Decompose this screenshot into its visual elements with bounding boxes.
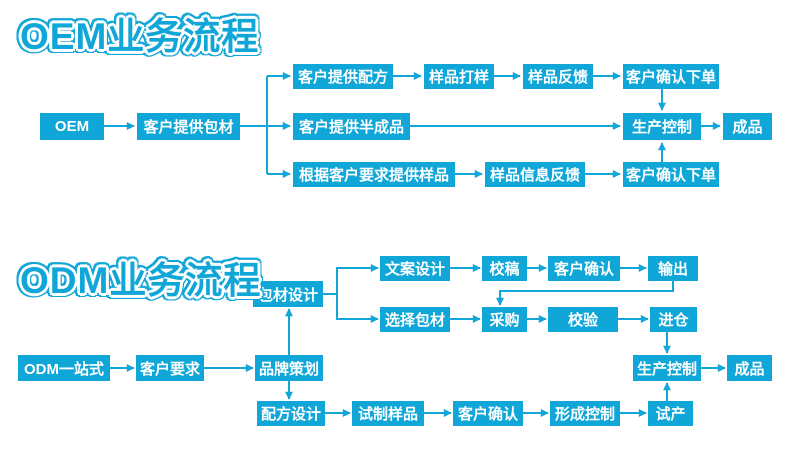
flow-node-odm-output: 输出 — [648, 256, 698, 281]
flow-node-odm-warehouse-in: 进仓 — [650, 307, 697, 332]
flow-node-oem-customer-provides-semifinished: 客户提供半成品 — [293, 113, 410, 140]
flow-node-odm-forming-control: 形成控制 — [550, 401, 620, 426]
flow-node-odm-brand-planning: 品牌策划 — [255, 355, 323, 381]
flow-node-oem-sample-proofing: 样品打样 — [424, 64, 494, 89]
flow-node-odm-trial-sample: 试制样品 — [352, 401, 424, 426]
oem-flow-title: OEM业务流程 — [20, 16, 260, 57]
flow-node-odm-customer-requirements: 客户要求 — [136, 355, 204, 381]
flow-node-odm-customer-confirm-sample: 客户确认 — [453, 401, 523, 426]
flow-node-odm-packaging-design: 包材设计 — [253, 281, 323, 307]
flow-node-oem-customer-provides-formula: 客户提供配方 — [293, 64, 393, 89]
flow-node-oem-oem-start: OEM — [40, 113, 104, 140]
flow-node-odm-copy-design: 文案设计 — [380, 256, 450, 281]
flow-node-odm-formula-design: 配方设计 — [257, 401, 325, 426]
flow-node-oem-production-control: 生产控制 — [623, 113, 701, 140]
flow-node-oem-finished-product: 成品 — [723, 113, 772, 140]
flow-node-odm-customer-confirm-copy: 客户确认 — [548, 256, 620, 281]
flow-node-oem-samples-per-customer-requirement: 根据客户要求提供样品 — [293, 162, 455, 187]
flow-node-odm-select-packaging: 选择包材 — [380, 307, 450, 332]
flow-edge — [336, 294, 379, 323]
odm-flow-title: ODM业务流程 — [20, 260, 262, 301]
flow-edge — [496, 281, 674, 306]
flow-node-oem-sample-feedback: 样品反馈 — [523, 64, 593, 89]
flow-node-odm-verification: 校验 — [548, 307, 618, 332]
flow-node-oem-customer-provides-packaging: 客户提供包材 — [137, 113, 240, 140]
flow-node-oem-customer-confirms-order-bottom: 客户确认下单 — [623, 162, 719, 187]
flow-node-odm-odm-one-stop: ODM一站式 — [18, 355, 110, 381]
flow-node-odm-trial-production: 试产 — [648, 401, 693, 426]
flow-node-oem-sample-info-feedback: 样品信息反馈 — [485, 162, 585, 187]
flow-node-odm-finished-product: 成品 — [727, 355, 772, 381]
flow-node-oem-customer-confirms-order-top: 客户确认下单 — [623, 64, 719, 89]
flow-node-odm-proofreading: 校稿 — [482, 256, 527, 281]
flow-edge — [323, 264, 379, 295]
flow-node-odm-procurement: 采购 — [482, 307, 527, 332]
flow-node-odm-production-control: 生产控制 — [633, 355, 701, 381]
